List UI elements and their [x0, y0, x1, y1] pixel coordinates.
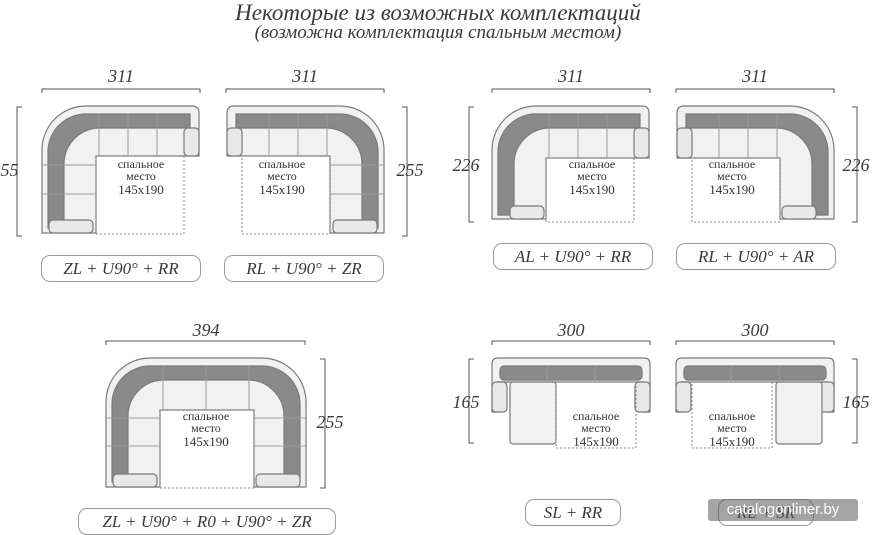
- width-dimension: 300: [741, 320, 769, 340]
- configuration-label: RL + U90° + AR: [676, 243, 836, 270]
- configuration-label: RL + U90° + ZR: [224, 255, 384, 282]
- depth-dimension-line: [16, 106, 22, 237]
- sofa-3: [491, 105, 650, 223]
- depth-dimension-line: [468, 358, 474, 444]
- sofa-5: [105, 357, 307, 489]
- width-dimension: 311: [108, 66, 134, 86]
- configuration-label: ZL + U90° + R0 + U90° + ZR: [78, 508, 336, 535]
- width-dimension-line: [225, 88, 385, 93]
- configuration-label: ZL + U90° + RR: [41, 255, 201, 282]
- page-title: Некоторые из возможных комплектаций: [235, 0, 641, 25]
- sofa-6: [491, 357, 651, 449]
- depth-dimension-line: [468, 106, 474, 223]
- depth-dimension-line: [402, 106, 408, 237]
- depth-dimension-line: [320, 358, 326, 489]
- width-dimension-line: [41, 88, 201, 93]
- depth-dimension: 255: [0, 160, 19, 180]
- configuration-label: SL + RR: [525, 499, 621, 526]
- width-dimension: 311: [558, 66, 584, 86]
- sofa-4: [676, 105, 835, 223]
- page-subtitle: (возможна комплектация спальным местом): [254, 22, 622, 43]
- width-dimension-line: [675, 340, 835, 345]
- width-dimension: 394: [192, 320, 220, 340]
- width-dimension-line: [491, 88, 651, 93]
- depth-dimension-line: [852, 358, 858, 444]
- depth-dimension: 255: [396, 160, 424, 180]
- width-dimension: 311: [742, 66, 768, 86]
- sofa-1: [41, 105, 200, 235]
- width-dimension-line: [675, 88, 835, 93]
- depth-dimension-line: [852, 106, 858, 223]
- watermark: catalogonliner.by: [708, 499, 858, 521]
- depth-dimension: 226: [842, 155, 870, 175]
- width-dimension: 300: [557, 320, 585, 340]
- depth-dimension: 165: [452, 392, 480, 412]
- depth-dimension: 226: [452, 155, 480, 175]
- sofa-7: [675, 357, 835, 449]
- depth-dimension: 255: [316, 412, 344, 432]
- width-dimension-line: [491, 340, 651, 345]
- width-dimension-line: [105, 340, 306, 345]
- sofa-2: [226, 105, 385, 235]
- depth-dimension: 165: [842, 392, 870, 412]
- width-dimension: 311: [292, 66, 318, 86]
- configuration-label: AL + U90° + RR: [493, 243, 653, 270]
